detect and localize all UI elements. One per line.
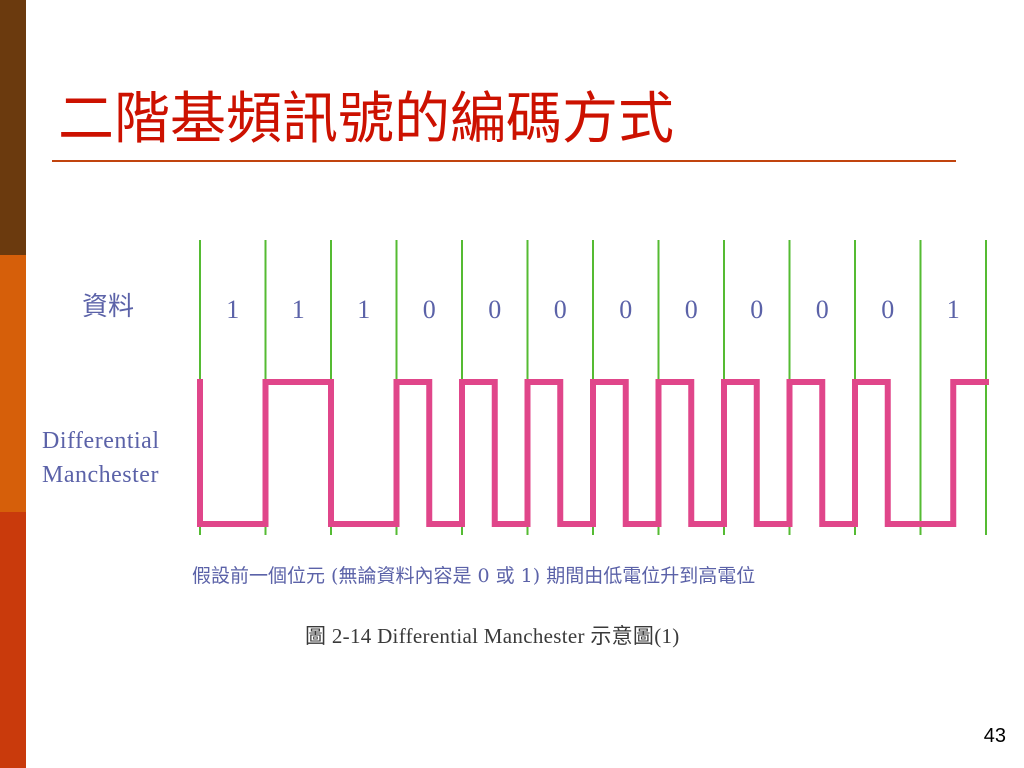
bit-label: 0 <box>881 295 894 324</box>
bit-labels: 1 1 1 0 0 0 0 0 0 0 0 1 <box>226 295 960 324</box>
bit-label: 0 <box>619 295 632 324</box>
bit-label: 0 <box>685 295 698 324</box>
bit-label: 0 <box>816 295 829 324</box>
side-bar-top <box>0 0 26 255</box>
data-row-label: 資料 <box>82 292 135 321</box>
page-number: 43 <box>983 725 1006 747</box>
side-bar-middle <box>0 255 26 512</box>
side-bar-bottom <box>0 512 26 768</box>
bit-label: 0 <box>554 295 567 324</box>
bit-label: 0 <box>750 295 763 324</box>
figure-caption: 圖 2-14 Differential Manchester 示意圖(1) <box>305 624 680 648</box>
bit-label: 1 <box>292 295 305 324</box>
title-rule <box>52 160 956 162</box>
diagram-note: 假設前一個位元 (無論資料內容是 0 或 1) 期間由低電位升到高電位 <box>192 565 756 587</box>
bit-label: 0 <box>488 295 501 324</box>
signal-waveform <box>197 379 989 527</box>
slide-title: 二階基頻訊號的編碼方式 <box>58 87 674 152</box>
bit-label: 1 <box>357 295 370 324</box>
bit-label: 1 <box>947 295 960 324</box>
bit-label: 1 <box>226 295 239 324</box>
bit-label: 0 <box>423 295 436 324</box>
